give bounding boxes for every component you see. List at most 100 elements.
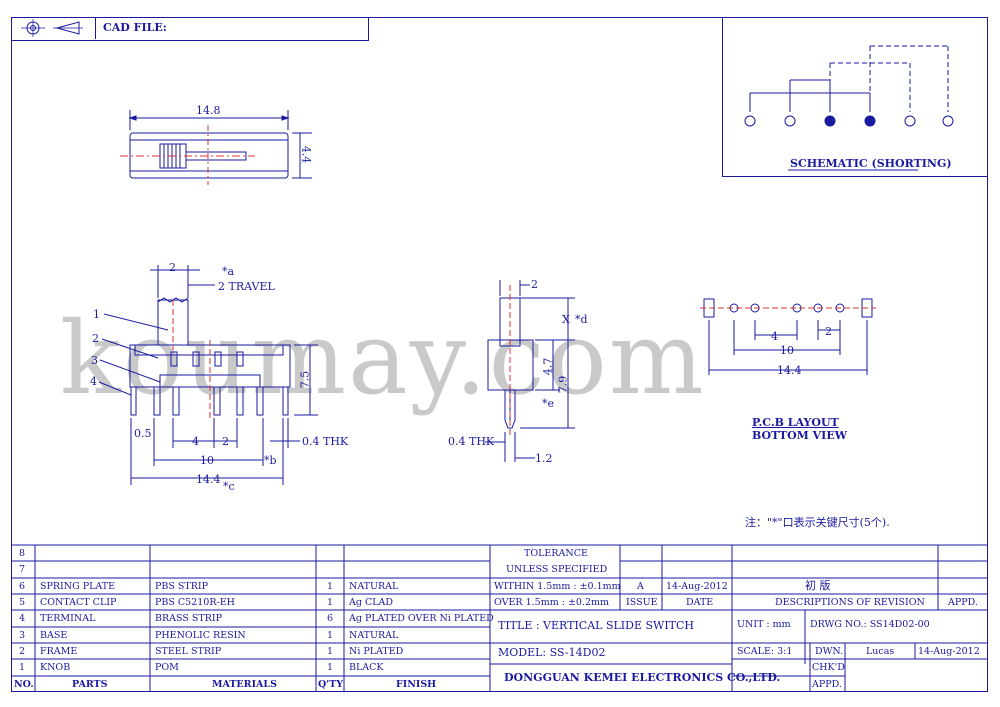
drawn-by-name: Lucas [866, 646, 895, 657]
drawing-model: MODEL: SS-14D02 [498, 646, 606, 659]
drawn-date: 14-Aug-2012 [918, 646, 980, 657]
drawing-scale: SCALE: 3:1 [737, 646, 793, 657]
side-4-dim: 4 [192, 435, 199, 448]
part-finish: NATURAL [349, 581, 399, 592]
side-pitch-top-dim: 2 [169, 261, 176, 274]
end-thk-dim: 0.4 THK [448, 435, 495, 448]
pcb-10-dim: 10 [780, 344, 794, 357]
part-no: 5 [19, 597, 26, 608]
cad-file-label: CAD FILE: [103, 21, 167, 34]
part-finish: BLACK [349, 662, 384, 673]
part-no: 3 [19, 630, 26, 641]
callout-4: 4 [90, 375, 97, 388]
end-79-dim: 7.9 [556, 375, 570, 394]
drawing-frame [11, 17, 988, 692]
part-name: CONTACT CLIP [40, 597, 117, 608]
end-view [485, 280, 575, 462]
tolerance-within: WITHIN 1.5mm : ±0.1mm [494, 581, 621, 592]
end-top-dim: 2 [531, 278, 538, 291]
pcb-layout [700, 298, 876, 375]
part-name: SPRING PLATE [40, 581, 116, 592]
end-x-label: X [562, 313, 570, 326]
parts-header-finish: FINISH [396, 679, 437, 690]
revision-appd-header: APPD. [948, 597, 978, 608]
side-a-mark: *a [222, 265, 235, 278]
side-height-dim: 7.5 [298, 370, 312, 389]
callout-2: 2 [92, 332, 99, 345]
schematic-title: SCHEMATIC (SHORTING) [790, 157, 952, 170]
part-finish: Ag CLAD [349, 597, 394, 608]
side-b-mark: *b [264, 454, 277, 467]
end-d-mark: *d [575, 313, 588, 326]
end-47-dim: 4.7 [541, 357, 555, 376]
part-qty: 6 [327, 613, 334, 624]
revision-date-header: DATE [686, 597, 714, 608]
side-2-dim: 2 [222, 435, 229, 448]
parts-header-part: PARTS [72, 679, 108, 690]
tolerance-over: OVER 1.5mm : ±0.2mm [494, 597, 610, 608]
part-no: 6 [19, 581, 26, 592]
cad-header: CAD FILE: [11, 17, 369, 41]
callout-1: 1 [93, 308, 100, 321]
part-finish: Ni PLATED [349, 646, 404, 657]
drawing-title: TITLE : VERTICAL SLIDE SWITCH [498, 619, 695, 632]
part-finish: NATURAL [349, 630, 399, 641]
part-no: 7 [19, 564, 26, 575]
side-10-dim: 10 [200, 454, 214, 467]
revision-issue-value: A [637, 581, 644, 592]
part-finish: Ag PLATED OVER Ni PLATED [349, 613, 494, 624]
callout-3: 3 [91, 354, 98, 367]
side-travel-dim: 2 TRAVEL [218, 280, 275, 293]
revision-description-value: 初 版 [805, 579, 831, 592]
pcb-144-dim: 14.4 [777, 364, 802, 377]
parts-header-material: MATERIALS [212, 679, 277, 690]
part-qty: 1 [327, 581, 334, 592]
part-name: TERMINAL [40, 613, 96, 624]
schematic-panel [722, 17, 988, 177]
parts-header-no: NO. [14, 679, 34, 690]
part-material: PHENOLIC RESIN [155, 630, 246, 641]
part-material: BRASS STRIP [155, 613, 223, 624]
part-no: 4 [19, 613, 26, 624]
part-qty: 1 [327, 630, 334, 641]
pcb-4-dim: 4 [771, 330, 778, 343]
drawn-by-label: DWN. [815, 646, 844, 657]
checked-by-label: CHK'D [812, 662, 845, 673]
part-no: 2 [19, 646, 26, 657]
pcb-title: P.C.B LAYOUT [752, 416, 839, 429]
part-qty: 1 [327, 646, 334, 657]
part-material: STEEL STRIP [155, 646, 222, 657]
pcb-2-dim: 2 [825, 325, 832, 338]
side-144-dim: 14.4 [196, 473, 221, 486]
part-name: BASE [40, 630, 68, 641]
pcb-subtitle: BOTTOM VIEW [752, 429, 848, 442]
part-material: PBS STRIP [155, 581, 209, 592]
part-material: PBS C5210R-EH [155, 597, 235, 608]
drawing-unit: UNIT : mm [737, 619, 791, 630]
company-name: DONGGUAN KEMEI ELECTRONICS CO.,LTD. [504, 671, 781, 684]
part-material: POM [155, 662, 179, 673]
end-e-mark: *e [542, 397, 555, 410]
top-width-dim: 14.8 [196, 104, 221, 117]
tolerance-title: TOLERANCE [524, 548, 588, 559]
part-name: FRAME [40, 646, 78, 657]
top-view [120, 110, 312, 185]
tolerance-subtitle: UNLESS SPECIFIED [506, 564, 608, 575]
side-view [98, 265, 318, 485]
key-dimension-note: 注："*"口表示关键尺寸(5个). [745, 516, 890, 529]
revision-date-value: 14-Aug-2012 [666, 581, 728, 592]
title-block-grid [11, 544, 988, 692]
parts-header-qty: Q'TY [318, 679, 344, 690]
part-qty: 1 [327, 597, 334, 608]
revision-description-header: DESCRIPTIONS OF REVISION [775, 597, 925, 608]
part-qty: 1 [327, 662, 334, 673]
part-no: 8 [19, 548, 26, 559]
side-c-mark: *c [223, 480, 235, 493]
part-name: KNOB [40, 662, 71, 673]
top-height-dim: 4.4 [299, 145, 313, 164]
approved-by-label: APPD. [812, 679, 842, 690]
watermark: koumay.com [60, 300, 706, 417]
end-12-dim: 1.2 [535, 452, 553, 465]
side-thk-dim: 0.4 THK [302, 435, 349, 448]
